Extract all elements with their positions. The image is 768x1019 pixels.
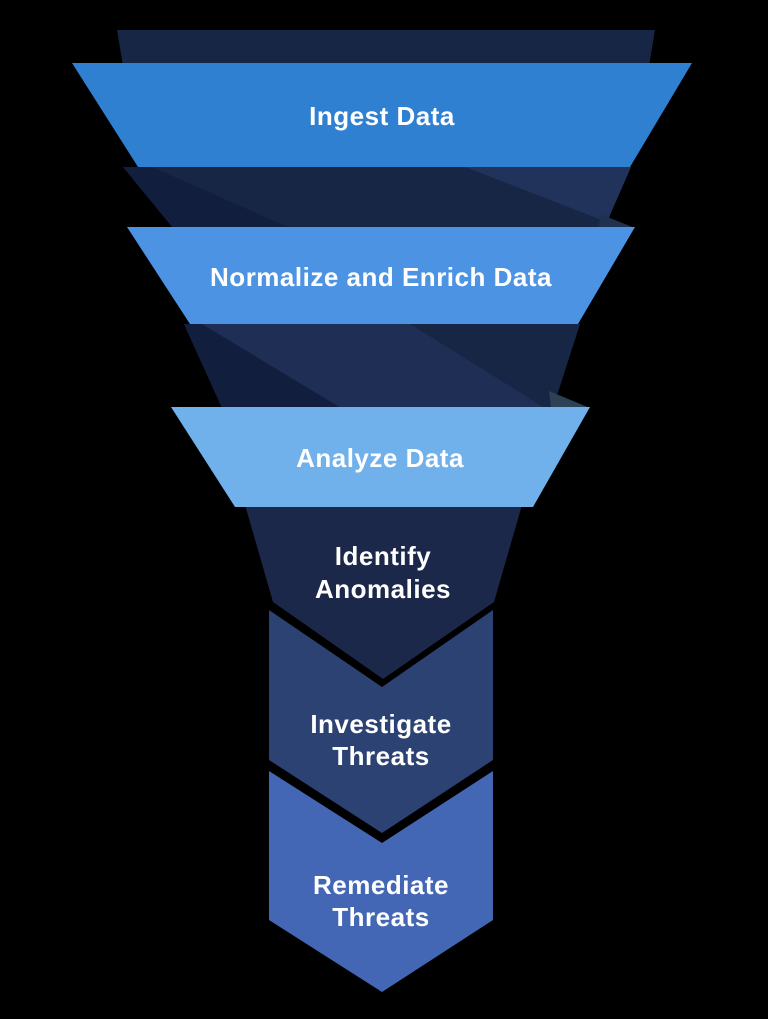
- stage-label-identify-line2: Anomalies: [315, 574, 451, 604]
- stage-label-remediate-line1: Remediate: [313, 870, 449, 900]
- stage-label-remediate-line2: Threats: [332, 902, 429, 932]
- stage-shape-investigate-threats: [269, 610, 493, 833]
- funnel-fold-upper-right: [599, 214, 635, 228]
- stage-shape-identify-anomalies: [245, 505, 522, 679]
- stage-band-ingest-data: [72, 63, 692, 167]
- stage-label-investigate-line2: Threats: [332, 741, 429, 771]
- stage-label-investigate-line1: Investigate: [310, 709, 451, 739]
- funnel-interior-lower-highlight: [202, 324, 545, 408]
- funnel-top-rim: [117, 30, 655, 66]
- funnel-fold-lower-right: [549, 391, 590, 408]
- stage-label-analyze-data: Analyze Data: [296, 443, 464, 473]
- stage-band-analyze-data: [171, 407, 590, 507]
- funnel-interior-upper-highlight: [465, 167, 631, 222]
- stage-shape-remediate-threats: [269, 771, 493, 992]
- funnel-interior-upper-shadow: [123, 167, 290, 228]
- stage-label-normalize-enrich: Normalize and Enrich Data: [210, 262, 552, 292]
- stage-label-identify-line1: Identify: [335, 541, 431, 571]
- stage-band-normalize-enrich: [127, 227, 635, 324]
- stage-label-ingest-data: Ingest Data: [309, 101, 455, 131]
- funnel-interior-lower-shadow: [184, 324, 341, 408]
